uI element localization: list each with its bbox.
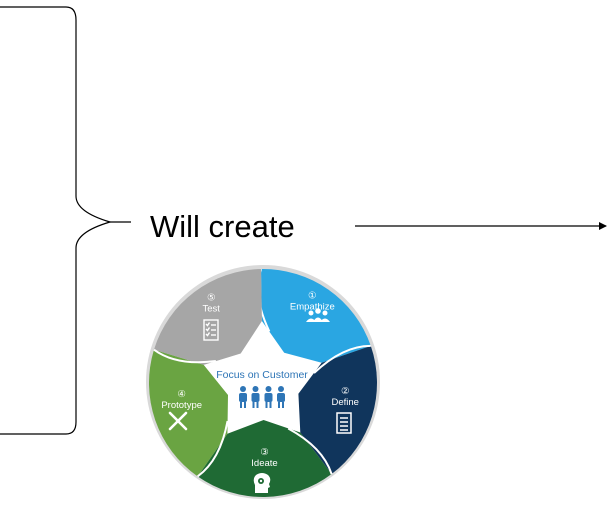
people-icon bbox=[306, 308, 330, 322]
segment-divider bbox=[197, 420, 229, 478]
step-label-ideate: Ideate bbox=[251, 458, 277, 469]
segment-divider bbox=[313, 344, 371, 374]
segment-divider bbox=[153, 348, 217, 364]
step-label-define: Define bbox=[332, 397, 359, 408]
segment-test bbox=[153, 269, 263, 383]
checklist-icon bbox=[203, 319, 219, 341]
step-number: ③ bbox=[260, 447, 269, 458]
center-star bbox=[203, 321, 322, 434]
center-label: Focus on Customer bbox=[216, 369, 308, 381]
step-number: ④ bbox=[177, 389, 186, 400]
curly-brace bbox=[0, 6, 113, 435]
step-number: ① bbox=[308, 291, 317, 302]
step-label-empathize: Empathize bbox=[290, 302, 335, 313]
tools-icon bbox=[168, 411, 188, 431]
head-gear-icon bbox=[253, 473, 271, 493]
cycle-diagram: ①Empathize②Define③Ideate④Prototype⑤Test … bbox=[146, 265, 380, 499]
segment-divider bbox=[287, 427, 333, 475]
segment-ideate bbox=[197, 383, 332, 498]
step-label-prototype: Prototype bbox=[161, 400, 202, 411]
document-icon bbox=[336, 412, 352, 434]
step-label-test: Test bbox=[203, 303, 221, 314]
step-number: ② bbox=[341, 386, 350, 397]
flow-label: Will create bbox=[150, 209, 295, 244]
step-number: ⑤ bbox=[207, 292, 216, 303]
customer-group-icon bbox=[239, 386, 285, 408]
